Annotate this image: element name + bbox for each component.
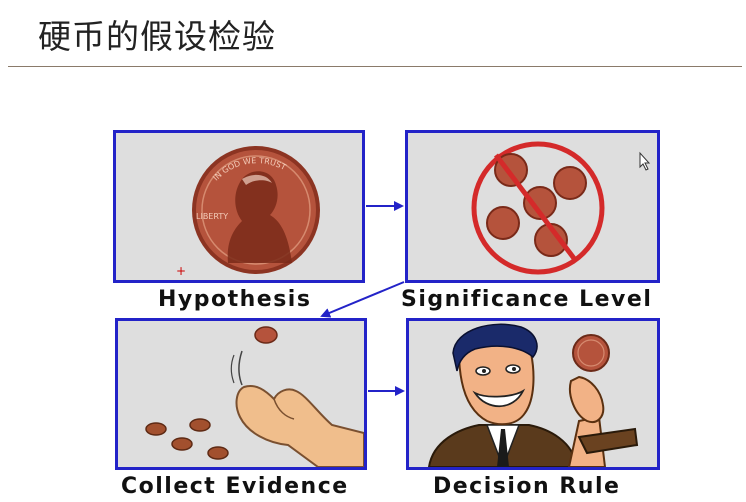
penny-icon: IN GOD WE TRUST LIBERTY +: [176, 146, 320, 278]
no-coins-icon: [471, 141, 651, 275]
hypothesis-panel: IN GOD WE TRUST LIBERTY +: [113, 130, 365, 283]
arrow-significance-to-evidence: [320, 281, 405, 318]
collect-evidence-panel: [115, 318, 367, 470]
title-divider: [8, 66, 742, 67]
small-plus-mark: +: [176, 264, 186, 278]
step-label-collect-evidence: Collect Evidence: [121, 474, 349, 499]
man-with-coin-icon: [427, 323, 639, 467]
coin-liberty: LIBERTY: [196, 212, 228, 221]
step-label-hypothesis: Hypothesis: [158, 287, 312, 312]
step-label-decision-rule: Decision Rule: [433, 474, 621, 499]
significance-level-panel: [405, 130, 660, 283]
cursor-icon: [639, 151, 651, 171]
coin-toss-icon: [145, 326, 364, 467]
step-label-significance-level: Significance Level: [401, 287, 653, 312]
decision-rule-panel: [406, 318, 660, 470]
page-title: 硬币的假设检验: [38, 17, 276, 56]
